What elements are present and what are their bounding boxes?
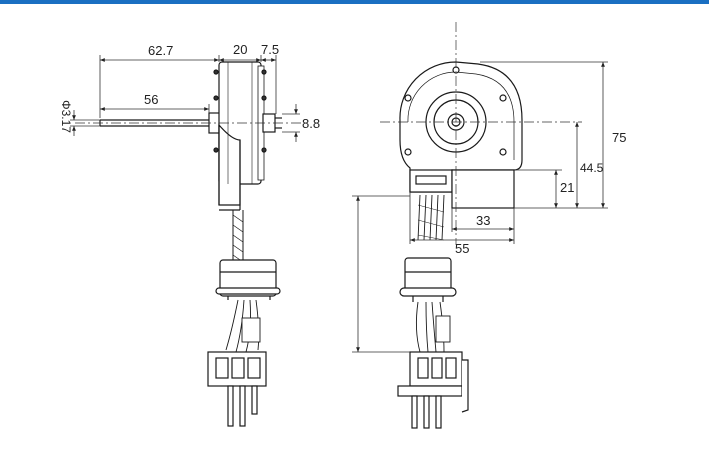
connector-front: [399, 257, 457, 302]
lower-wires-side: [225, 299, 261, 353]
dim-hub-label: 8.8: [302, 116, 320, 131]
dim-body-label: 20: [233, 42, 247, 57]
dim-tab-height-label: 21: [560, 180, 574, 195]
wire-bundle-side: [232, 210, 244, 263]
wire-bundle-front: [417, 194, 445, 241]
front-dimensions: [352, 61, 608, 353]
terminal-block-side: [207, 351, 267, 427]
dim-shaft-len-label: 56: [144, 92, 158, 107]
side-view: [99, 61, 282, 427]
dim-bottom-width-label: 55: [455, 241, 469, 256]
lower-wires-front: [415, 301, 451, 353]
front-view: [397, 61, 523, 429]
front-centerlines: [380, 22, 580, 245]
mounting-holes: [404, 66, 507, 156]
side-dimensions: [70, 55, 300, 142]
connector-side: [215, 259, 281, 300]
header-accent-bar: [0, 0, 709, 4]
dim-overall-label: 62.7: [148, 43, 173, 58]
terminal-block-front: [397, 351, 469, 429]
dim-height-label: 75: [612, 130, 626, 145]
motor-housing: [213, 61, 267, 211]
front-tab: [409, 169, 515, 209]
dim-rear-label: 7.5: [261, 42, 279, 57]
dim-tab-width-label: 33: [476, 213, 490, 228]
dim-shaft-dia-label: Φ3.17: [59, 100, 73, 133]
dim-axis-height-label: 44.5: [580, 161, 604, 175]
